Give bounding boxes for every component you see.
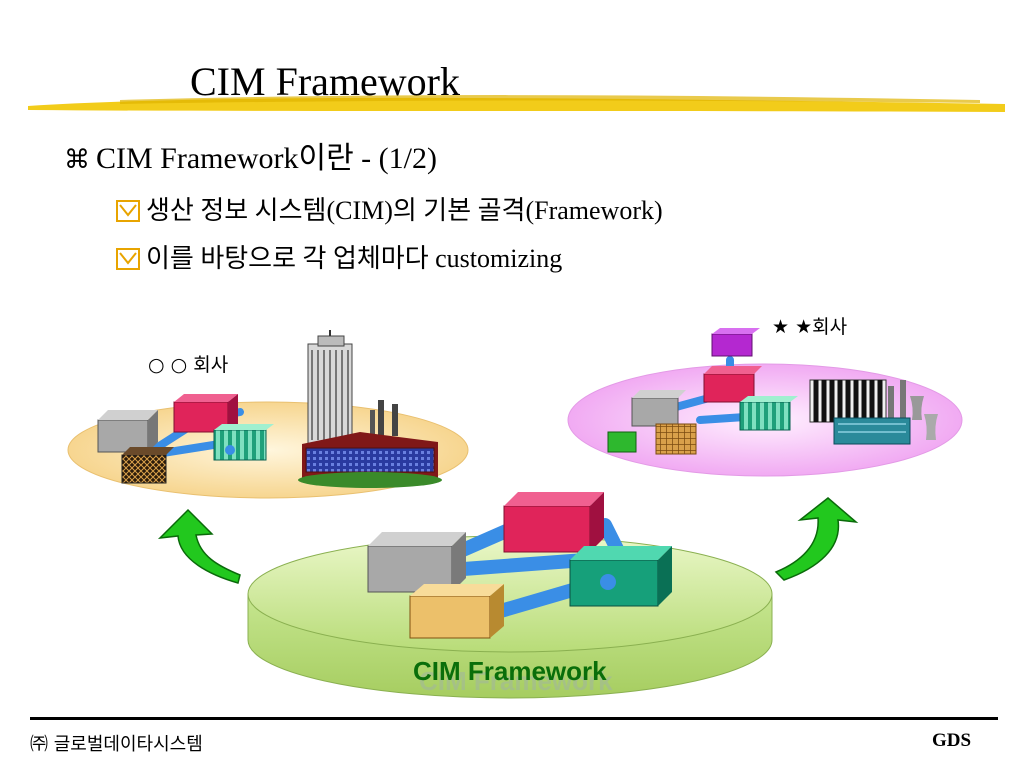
- arrow-up-right-icon: [774, 497, 859, 581]
- cim-framework-base-platform: [247, 492, 773, 699]
- bullet-sub-2: 이를 바탕으로 각 업체마다 customizing: [116, 244, 562, 274]
- slide-title: CIM Framework: [190, 59, 460, 104]
- bullet-main: ⌘CIM Framework이란 - (1/2): [64, 142, 437, 177]
- checkbox-icon: [116, 200, 140, 222]
- skyscraper-icon: [307, 330, 353, 445]
- left-company-label: ○ ○ 회사: [148, 354, 229, 376]
- command-icon: ⌘: [64, 145, 90, 175]
- right-company-label: ★ ★회사: [772, 316, 848, 338]
- footer-logo: GDS: [932, 730, 972, 751]
- checkbox-icon: [116, 248, 140, 270]
- right-company-platform: [567, 328, 963, 477]
- arrow-up-left-icon: [157, 508, 241, 584]
- footer-company-name: ㈜ 글로벌데이타시스템: [30, 734, 203, 755]
- bullet-sub-1-text: 생산 정보 시스템(CIM)의 기본 골격(Framework): [146, 196, 663, 225]
- cim-framework-label: CIM Framework: [413, 656, 607, 686]
- factory-icon: [298, 400, 442, 488]
- power-plant-icon: [809, 379, 938, 445]
- bullet-sub-2-text: 이를 바탕으로 각 업체마다 customizing: [146, 244, 563, 273]
- footer-divider: [30, 717, 998, 720]
- title-underline-swoosh: [28, 95, 1005, 112]
- bullet-sub-1: 생산 정보 시스템(CIM)의 기본 골격(Framework): [116, 196, 663, 226]
- left-company-platform: [67, 330, 469, 499]
- bullet-main-text: CIM Framework이란 - (1/2): [96, 142, 437, 175]
